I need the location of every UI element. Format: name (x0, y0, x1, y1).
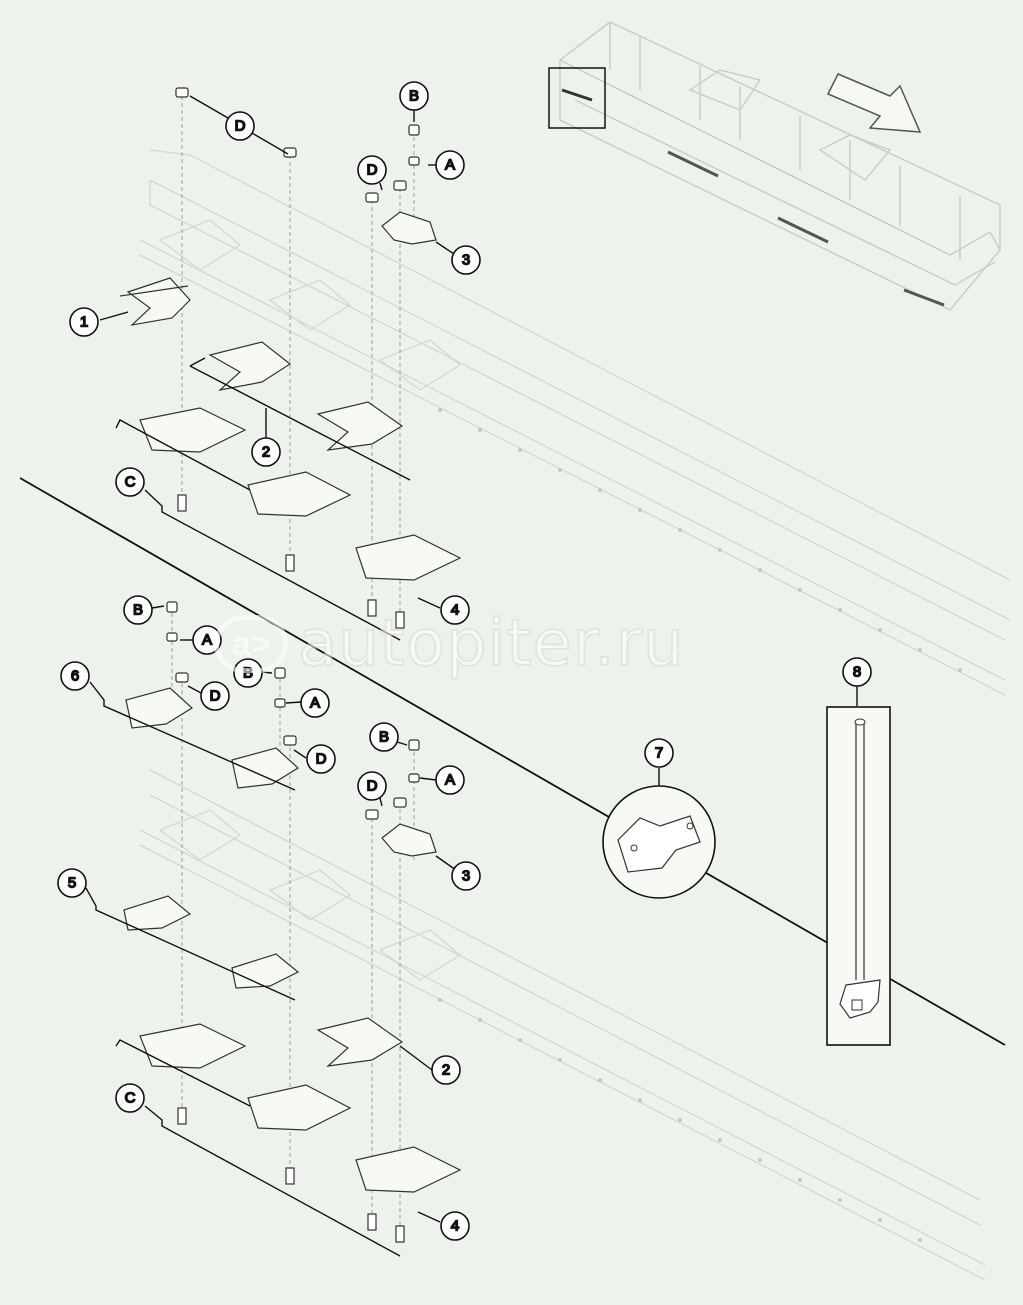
callout-3-top-text: 3 (462, 252, 470, 269)
callout-B-4-text: B (379, 729, 389, 746)
guard-5b (231, 953, 300, 989)
callout-D-1: D (225, 111, 255, 141)
callout-D-1-text: D (235, 118, 246, 135)
knife-guard-2c (316, 1017, 404, 1067)
cutter-bar-upper-holes (438, 408, 962, 672)
callout-C-1: C (115, 467, 145, 497)
header-overview (559, 21, 1001, 311)
tool-8-box (826, 706, 891, 1046)
callout-A-1-text: A (445, 157, 455, 174)
watermark-logo: a> (214, 615, 288, 673)
leader-lines (85, 95, 858, 1257)
callout-7: 7 (644, 738, 674, 768)
detail-inset-box (548, 67, 606, 129)
knife-section-u1 (139, 407, 247, 453)
callout-2-bottom: 2 (431, 1055, 461, 1085)
callout-A-3: A (300, 688, 330, 718)
callout-A-3-text: A (310, 695, 320, 712)
callout-C-2: C (115, 1083, 145, 1113)
callout-D-4-text: D (316, 751, 327, 768)
callout-D-2-text: D (367, 162, 378, 179)
callout-4-bottom: 4 (440, 1211, 470, 1241)
callout-B-2: B (123, 595, 153, 625)
detail-7-plate (602, 785, 716, 899)
callout-3-bottom-text: 3 (462, 868, 470, 885)
callout-6-text: 6 (71, 668, 79, 685)
callout-4-top: 4 (440, 595, 470, 625)
callout-6: 6 (60, 661, 90, 691)
callout-3-top: 3 (451, 245, 481, 275)
knife-guard-2a (208, 341, 292, 391)
header-knife-marks (667, 150, 945, 307)
knife-guard-2b (316, 401, 404, 451)
arrow-left-down-icon (826, 73, 922, 133)
callout-1: 1 (69, 307, 99, 337)
callout-4-bottom-text: 4 (451, 1218, 459, 1235)
callout-B-3-text: B (243, 665, 253, 682)
cutter-bar-lower (139, 769, 986, 1281)
hold-down-clip-lower (381, 823, 437, 857)
callout-3-bottom: 3 (451, 861, 481, 891)
callout-A-4: A (435, 765, 465, 795)
part-group-upper (119, 211, 462, 581)
callout-2-top: 2 (251, 437, 281, 467)
callout-8-text: 8 (853, 664, 861, 681)
callout-1-text: 1 (80, 314, 88, 331)
callout-4-top-text: 4 (451, 602, 459, 619)
callout-2-top-text: 2 (262, 444, 270, 461)
callout-D-3: D (200, 681, 230, 711)
part-group-lower (123, 687, 462, 1193)
callout-C-1-text: C (125, 474, 136, 491)
callout-C-2-text: C (125, 1090, 136, 1107)
fasteners (166, 87, 420, 1243)
callout-D-4: D (306, 744, 336, 774)
guard-6b (231, 747, 299, 789)
callout-7-text: 7 (655, 745, 663, 762)
guard-6a (125, 687, 193, 729)
cutter-bar-lower-holes (438, 998, 922, 1242)
knife-section-u3 (355, 534, 462, 581)
callout-A-4-text: A (445, 772, 455, 789)
knife-section-l1 (139, 1023, 247, 1069)
callout-D-2: D (357, 155, 387, 185)
callout-D-5: D (357, 771, 387, 801)
knife-section-u2 (247, 471, 352, 517)
watermark: a> autopiter.ru (214, 604, 824, 684)
callout-5-text: 5 (68, 875, 76, 892)
callout-A-1: A (435, 150, 465, 180)
hold-down-clip-upper (381, 211, 437, 245)
callout-B-1: B (399, 81, 429, 111)
knife-section-l3 (355, 1146, 462, 1193)
callout-2-bottom-text: 2 (442, 1062, 450, 1079)
callout-A-2-text: A (202, 632, 212, 649)
callouts: D B A D 3 1 2 C 4 B A 6 B D A D B A D 7 … (57, 81, 872, 1241)
watermark-text: autopiter.ru (297, 606, 685, 682)
knife-guard-1 (126, 277, 191, 326)
callout-B-4: B (369, 722, 399, 752)
callout-5: 5 (57, 868, 87, 898)
guard-5a (123, 895, 192, 931)
callout-8: 8 (842, 657, 872, 687)
cutter-bar-upper (139, 149, 1011, 696)
callout-D-3-text: D (210, 688, 221, 705)
callout-B-2-text: B (133, 602, 143, 619)
knife-section-l2 (247, 1084, 352, 1131)
callout-D-5-text: D (367, 778, 378, 795)
callout-B-1-text: B (409, 88, 419, 105)
